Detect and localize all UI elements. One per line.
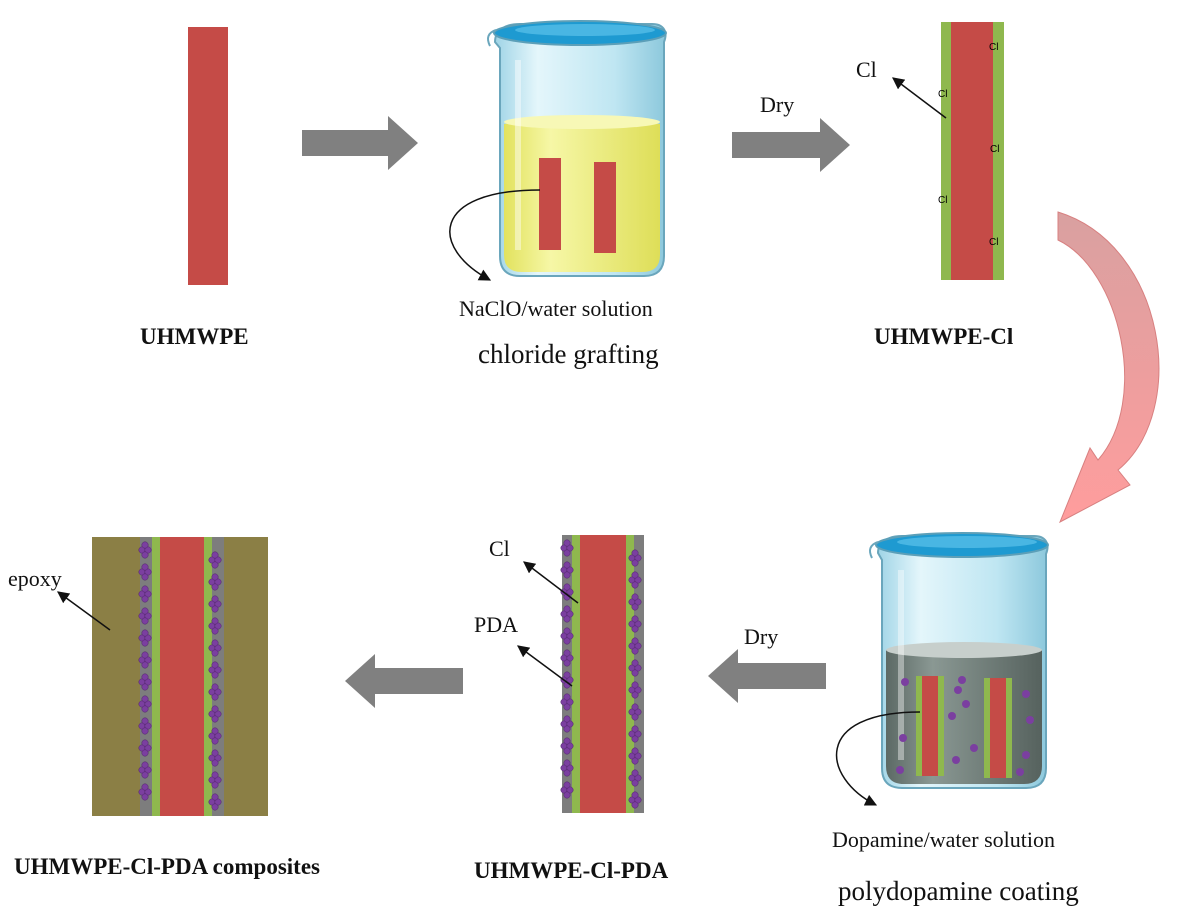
label-dry-bottom: Dry: [744, 624, 779, 649]
composite-block: [92, 537, 268, 816]
cl-pointer-top: [892, 77, 947, 119]
cl-marker-5: Cl: [989, 237, 998, 248]
process-arrow-2: [732, 118, 850, 172]
cl-pointer-bottom: [523, 561, 579, 604]
naclo-fiber-left: [539, 158, 561, 250]
cl-marker-3: Cl: [990, 144, 999, 155]
process-arrow-1: [302, 116, 418, 170]
process-arrow-3: [708, 649, 826, 703]
curved-arrow: [1057, 211, 1160, 524]
label-cl-top: Cl: [856, 57, 877, 82]
epoxy-pointer: [57, 591, 111, 631]
naclo-fiber-right: [594, 162, 616, 253]
label-dopamine-solution: Dopamine/water solution: [832, 827, 1056, 852]
cl-marker-2: Cl: [938, 89, 947, 100]
naclo-pointer: [449, 189, 541, 281]
label-composites: UHMWPE-Cl-PDA composites: [14, 854, 320, 879]
label-cl-bottom: Cl: [489, 536, 510, 561]
label-uhmwpe: UHMWPE: [140, 324, 249, 349]
cl-marker-1: Cl: [989, 42, 998, 53]
label-polydopamine-coating: polydopamine coating: [838, 876, 1079, 906]
pda-pointer: [517, 645, 573, 687]
label-uhmwpe-cl-pda: UHMWPE-Cl-PDA: [474, 858, 669, 883]
label-naclo-solution: NaClO/water solution: [459, 296, 653, 321]
label-dry-top: Dry: [760, 92, 795, 117]
label-uhmwpe-cl: UHMWPE-Cl: [874, 324, 1014, 349]
label-pda: PDA: [474, 612, 519, 637]
uhmwpe-fiber: [188, 27, 228, 285]
dopamine-beaker: [869, 532, 1049, 789]
process-arrow-4: [345, 654, 463, 708]
dopamine-pointer: [835, 711, 921, 806]
uhmwpe-cl-pda-fiber: [560, 535, 644, 813]
uhmwpe-cl-fiber: [941, 22, 1004, 280]
naclo-beaker: [487, 20, 667, 277]
label-epoxy: epoxy: [8, 566, 62, 591]
label-chloride-grafting: chloride grafting: [478, 339, 659, 369]
cl-marker-4: Cl: [938, 195, 947, 206]
